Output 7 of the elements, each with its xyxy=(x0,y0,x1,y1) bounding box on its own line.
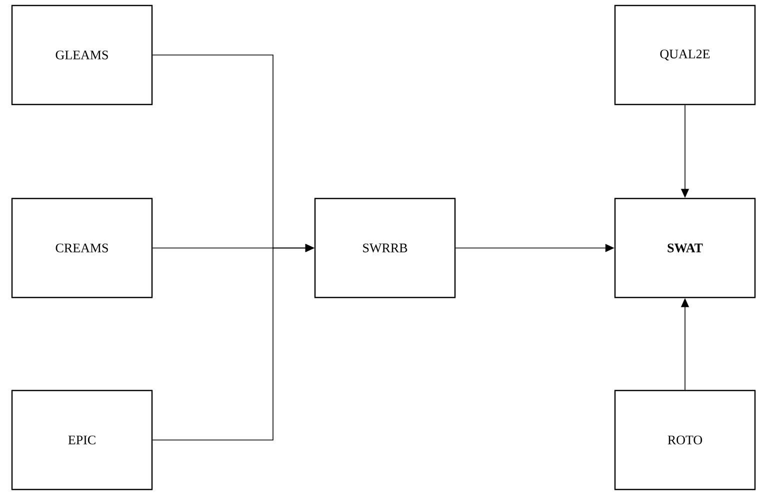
model-box: QUAL2E xyxy=(614,4,756,106)
model-box: SWRRB xyxy=(314,198,456,298)
model-box: GLEAMS xyxy=(11,4,153,106)
model-box: SWAT xyxy=(614,198,756,298)
model-box: CREAMS xyxy=(11,198,153,298)
model-box: ROTO xyxy=(614,390,756,490)
model-box: EPIC xyxy=(11,390,153,490)
